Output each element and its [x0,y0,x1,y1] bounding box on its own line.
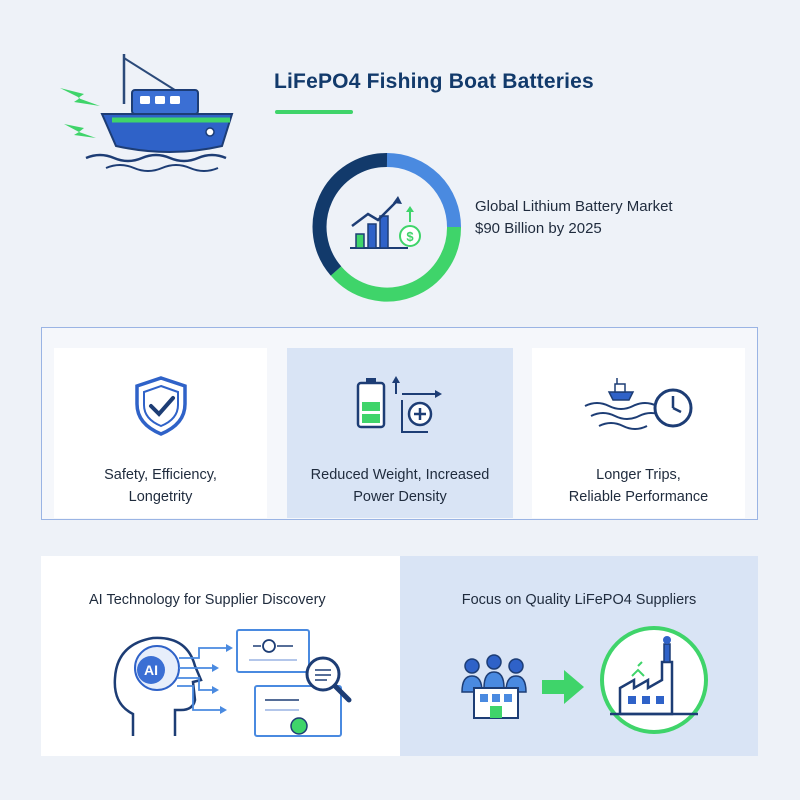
feature-label-line1: Safety, Efficiency, [104,467,217,483]
factory-icon [600,626,708,734]
boat-clock-icon [581,370,697,442]
certificate-icon [236,629,310,673]
feature-label-line2: Longetrity [128,489,193,505]
feature-card-weight: Reduced Weight, Increased Power Density [287,348,513,518]
arrow-right-icon [542,670,584,704]
feature-card-trips: Longer Trips, Reliable Performance [532,348,745,518]
market-donut: $ [312,152,462,302]
quality-suppliers-panel: Focus on Quality LiFePO4 Suppliers [400,556,758,756]
svg-text:$: $ [406,229,414,244]
chart-growth-icon [350,196,408,249]
feature-card-safety: Safety, Efficiency, Longetrity [54,348,267,518]
shield-check-icon [131,370,191,442]
page-title: LiFePO4 Fishing Boat Batteries [274,70,594,93]
magnifier-icon [305,656,352,703]
supplier-team-icon [461,654,527,719]
battery-icon [350,370,450,442]
quality-illustration [458,622,718,746]
ai-discovery-panel: AI Technology for Supplier Discovery AI [41,556,400,756]
ai-head-icon: AI [113,636,203,736]
quality-panel-title: Focus on Quality LiFePO4 Suppliers [461,592,697,608]
ai-badge: AI [144,662,158,678]
dollar-coin-icon: $ [399,206,421,247]
boat-illustration [50,48,250,178]
feature-label-line2: Reliable Performance [568,489,709,505]
feature-label-line1: Longer Trips, [596,467,681,483]
market-stat-line1: Global Lithium Battery Market [475,198,673,215]
certificate-seal-icon [254,685,342,737]
ai-panel-title: AI Technology for Supplier Discovery [89,592,326,608]
market-stat-line2: $90 Billion by 2025 [475,220,602,237]
feature-label-line2: Power Density [353,489,447,505]
title-underline [275,110,353,114]
feature-label-line1: Reduced Weight, Increased [310,467,490,483]
ai-illustration: AI [103,618,373,748]
lightning-icon [60,88,100,138]
